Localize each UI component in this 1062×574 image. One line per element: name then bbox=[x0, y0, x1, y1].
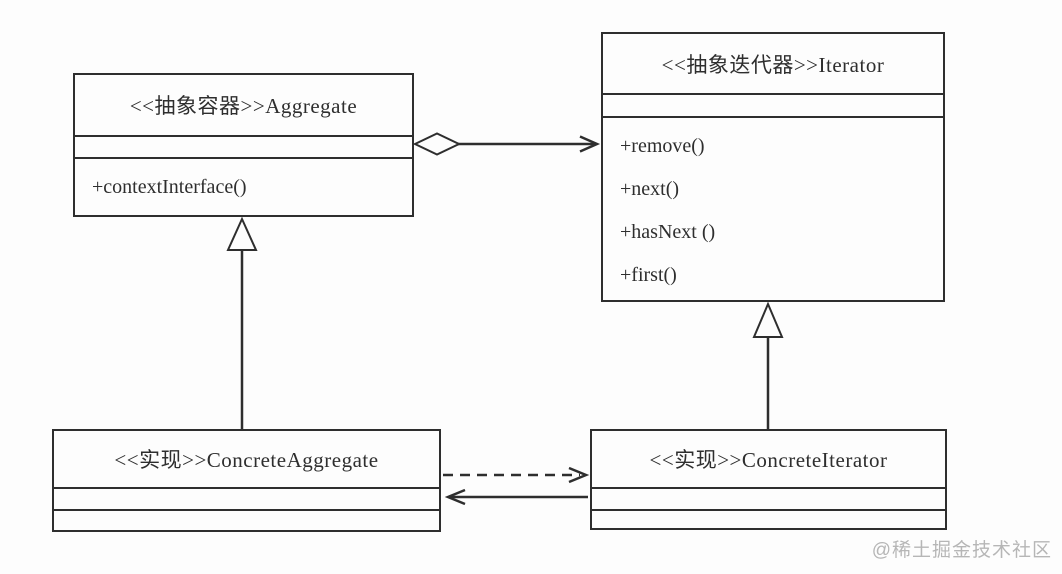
dependency-connector bbox=[443, 466, 590, 484]
method-next: +next() bbox=[620, 178, 680, 200]
hollow-triangle-icon bbox=[752, 301, 784, 338]
class-attributes-aggregate-empty bbox=[75, 137, 412, 159]
hollow-triangle-icon bbox=[226, 216, 258, 251]
method-context-interface: +contextInterface() bbox=[92, 175, 247, 198]
class-title-aggregate: <<抽象容器>>Aggregate bbox=[75, 75, 412, 137]
class-title-iterator: <<抽象迭代器>>Iterator bbox=[603, 34, 943, 95]
class-title-concrete-iterator: <<实现>>ConcreteIterator bbox=[592, 431, 945, 489]
open-arrow-icon bbox=[568, 466, 590, 484]
class-methods-aggregate: +contextInterface() bbox=[75, 159, 412, 215]
class-attributes-concrete-iterator-empty bbox=[592, 489, 945, 511]
class-methods-concrete-aggregate-empty bbox=[54, 511, 439, 530]
class-box-iterator: <<抽象迭代器>>Iterator +remove() +next() +has… bbox=[601, 32, 945, 302]
generalization-connector-right bbox=[752, 301, 784, 429]
class-attributes-concrete-aggregate-empty bbox=[54, 489, 439, 511]
class-box-concrete-iterator: <<实现>>ConcreteIterator bbox=[590, 429, 947, 530]
method-first: +first() bbox=[620, 264, 677, 286]
method-remove: +remove() bbox=[620, 135, 705, 157]
class-methods-concrete-iterator-empty bbox=[592, 511, 945, 528]
association-connector bbox=[444, 488, 588, 506]
class-attributes-iterator-empty bbox=[603, 95, 943, 118]
class-title-concrete-aggregate: <<实现>>ConcreteAggregate bbox=[54, 431, 439, 489]
method-has-next: +hasNext () bbox=[620, 221, 716, 243]
class-box-aggregate: <<抽象容器>>Aggregate +contextInterface() bbox=[73, 73, 414, 217]
class-box-concrete-aggregate: <<实现>>ConcreteAggregate bbox=[52, 429, 441, 532]
class-methods-iterator: +remove() +next() +hasNext () +first() bbox=[603, 118, 943, 300]
open-arrow-icon bbox=[444, 488, 466, 506]
open-arrow-icon bbox=[579, 135, 601, 153]
generalization-connector-left bbox=[226, 216, 258, 430]
aggregation-connector bbox=[412, 132, 601, 156]
watermark: @稀土掘金技术社区 bbox=[871, 540, 1052, 561]
